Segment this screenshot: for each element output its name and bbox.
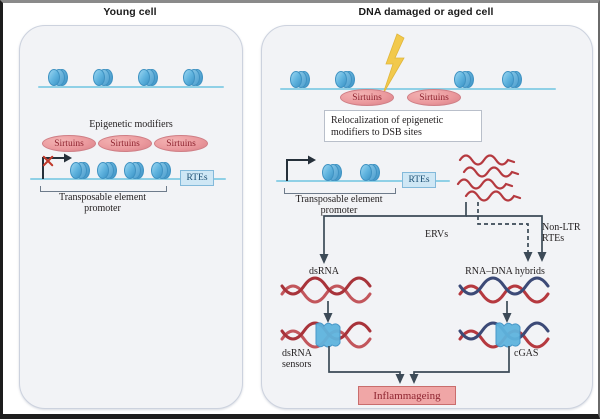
panel-title-aged: DNA damaged or aged cell [358,6,494,18]
branching-connectors [310,202,560,274]
label-dsrna-sensors-line1: dsRNA [282,348,313,359]
panel-young-cell: Epigenetic modifiers Sirtuins Sirtuins S… [19,25,243,409]
rna-dna-hybrid-graphic [458,276,556,304]
nucleosome [138,69,158,86]
rtes-box: RTEs [402,172,436,188]
nucleosome [70,162,90,179]
rna-transcripts-group [456,150,558,202]
nucleosome [335,71,355,88]
nucleosome [502,71,522,88]
panel-title-young: Young cell [103,6,157,18]
nucleosome [454,71,474,88]
label-rna-dna-hybrids: RNA–DNA hybrids [465,266,545,277]
relocalization-text-line2: modifiers to DSB sites [331,127,422,138]
label-promoter-line1: Transposable element [295,194,383,205]
arrow-dsrna-to-sensors [322,301,334,323]
label-non-ltr-line1: Non-LTR [542,222,581,233]
arrow-hybrid-to-cgas [501,301,513,323]
nucleosome [290,71,310,88]
transcription-blocked-x-icon [42,155,54,167]
nucleosome [97,162,117,179]
label-promoter-line2: promoter [320,205,358,216]
label-ervs: ERVs [425,229,449,240]
sirtuin-badge: Sirtuins [407,89,461,106]
panel-aged-cell: Sirtuins Sirtuins Relocalization of epig… [261,25,593,409]
label-dsrna: dsRNA [308,266,339,277]
nucleosome [183,69,203,86]
cgas-complex-graphic [458,321,556,349]
chromatin-fibre-promoter [276,180,446,182]
nucleosome [360,164,380,181]
sirtuin-badge: Sirtuins [42,135,96,152]
sirtuin-badge: Sirtuins [98,135,152,152]
nucleosome [93,69,113,86]
sirtuin-badge: Sirtuins [340,89,394,106]
dsrna-duplex-graphic [280,276,374,304]
relocalization-callout: Relocalization of epigenetic modifiers t… [324,110,482,142]
nucleosome [322,164,342,181]
chromatin-fibre-promoter [30,178,226,180]
dna-double-strand-break-lightning-icon [380,33,408,95]
nucleosome [151,162,171,179]
relocalization-text-line1: Relocalization of epigenetic [331,115,444,126]
label-promoter-line1: Transposable element [58,192,147,203]
label-promoter-line2: promoter [84,203,121,214]
promoter-bracket [40,186,167,192]
label-epigenetic-modifiers: Epigenetic modifiers [89,119,173,130]
label-cgas: cGAS [514,348,539,359]
convergence-connectors [322,346,522,386]
promoter-bracket [284,188,396,194]
chromatin-fibre-tail [437,180,450,182]
sirtuin-badge: Sirtuins [154,135,208,152]
nucleosome [48,69,68,86]
nucleosome [124,162,144,179]
transcription-start-arrow [284,154,322,182]
chromatin-fibre-top [280,88,556,90]
label-non-ltr-line2: RTEs [542,233,565,244]
label-dsrna-sensors-line2: sensors [282,359,312,370]
rtes-box: RTEs [180,170,214,186]
chromatin-fibre-top [38,86,224,88]
dsrna-sensor-complex-graphic [280,321,374,349]
inflammageing-box: Inflammageing [358,386,456,405]
